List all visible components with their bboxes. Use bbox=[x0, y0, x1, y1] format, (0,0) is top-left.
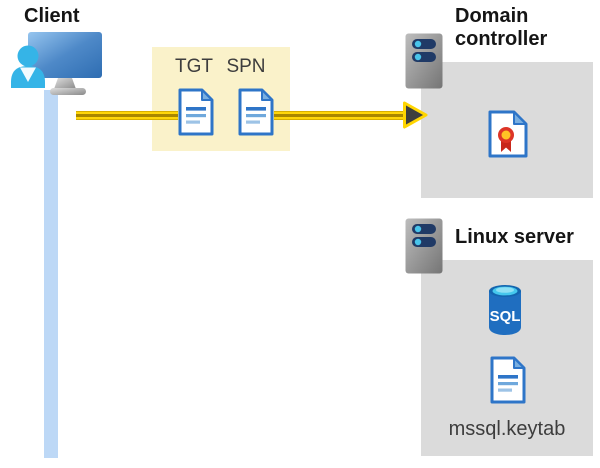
server-icon-linux bbox=[405, 218, 443, 274]
client-label: Client bbox=[24, 5, 80, 27]
monitor-base bbox=[50, 88, 86, 95]
client-workstation-icon bbox=[11, 32, 102, 95]
document-icon-spn bbox=[238, 88, 274, 136]
spn-label: SPN bbox=[226, 56, 266, 77]
user-icon bbox=[11, 45, 45, 88]
kerberos-arrow-line-left bbox=[76, 111, 178, 120]
client-connection-line bbox=[44, 90, 58, 458]
domain-controller-label: Domain controller bbox=[455, 5, 548, 50]
tgt-label: TGT bbox=[175, 56, 213, 77]
monitor-stand bbox=[54, 78, 76, 89]
certificate-icon bbox=[488, 110, 528, 158]
sql-icon-label: SQL bbox=[490, 308, 521, 325]
keytab-filename-label: mssql.keytab bbox=[448, 418, 566, 440]
kerberos-arrow-line-right bbox=[274, 111, 404, 120]
sql-database-icon: SQL bbox=[489, 285, 521, 335]
document-icon-tgt bbox=[178, 88, 214, 136]
document-icon-keytab bbox=[490, 356, 526, 404]
server-icon-domain-controller bbox=[405, 33, 443, 89]
linux-server-label: Linux server bbox=[455, 226, 574, 248]
arrowhead-icon bbox=[403, 101, 428, 129]
monitor-icon bbox=[28, 32, 102, 78]
